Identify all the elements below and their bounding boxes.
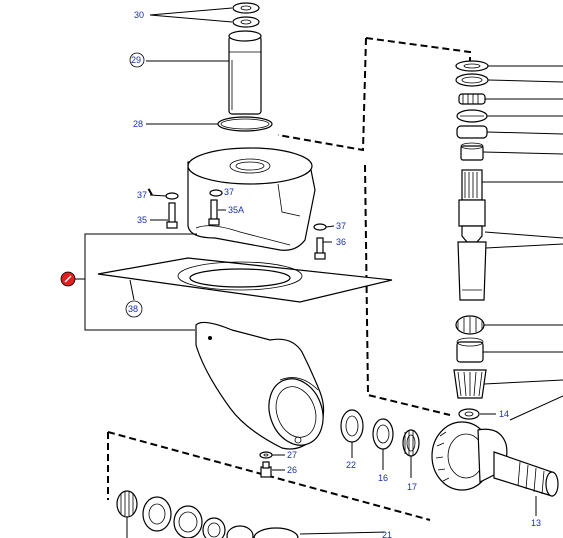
- parts-22-16-17-seals-bearing: [340, 409, 420, 478]
- bevel-gear-output-shaft: [431, 395, 563, 516]
- callout-labels: 30 29 28 37 37 35 35A 37 36 38 27 26 22 …: [128, 10, 541, 538]
- callout-29: 29: [131, 55, 141, 65]
- lower-seals-row: [116, 490, 386, 538]
- parts-27-26-drain-plug: [259, 451, 285, 478]
- upper-housing: [187, 147, 316, 251]
- callout-38: 38: [128, 304, 138, 314]
- callout-30: 30: [134, 10, 144, 20]
- part-30-washers: [149, 2, 260, 28]
- part-38-gasket-plate: [97, 257, 393, 318]
- callout-35: 35: [137, 215, 147, 225]
- bolts-and-washers: [149, 189, 335, 260]
- callout-37-middle: 37: [224, 187, 234, 197]
- callout-37-right: 37: [336, 221, 346, 231]
- callout-27: 27: [287, 450, 297, 460]
- callout-22: 22: [346, 460, 356, 470]
- callout-36: 36: [336, 237, 346, 247]
- callout-14: 14: [499, 409, 509, 419]
- part-28-o-ring: [146, 116, 273, 132]
- callout-13: 13: [531, 518, 541, 528]
- vertical-drive-stack: [453, 60, 563, 420]
- lower-housing: [195, 321, 325, 450]
- callout-17: 17: [407, 482, 417, 492]
- group-bracket: [60, 233, 197, 331]
- callout-37-left: 37: [137, 190, 147, 200]
- callout-28: 28: [133, 119, 143, 129]
- callout-26: 26: [287, 465, 297, 475]
- part-29-sleeve: [129, 30, 262, 115]
- callout-35a: 35A: [228, 205, 244, 215]
- callout-21: 21: [382, 530, 392, 538]
- callout-16: 16: [378, 473, 388, 483]
